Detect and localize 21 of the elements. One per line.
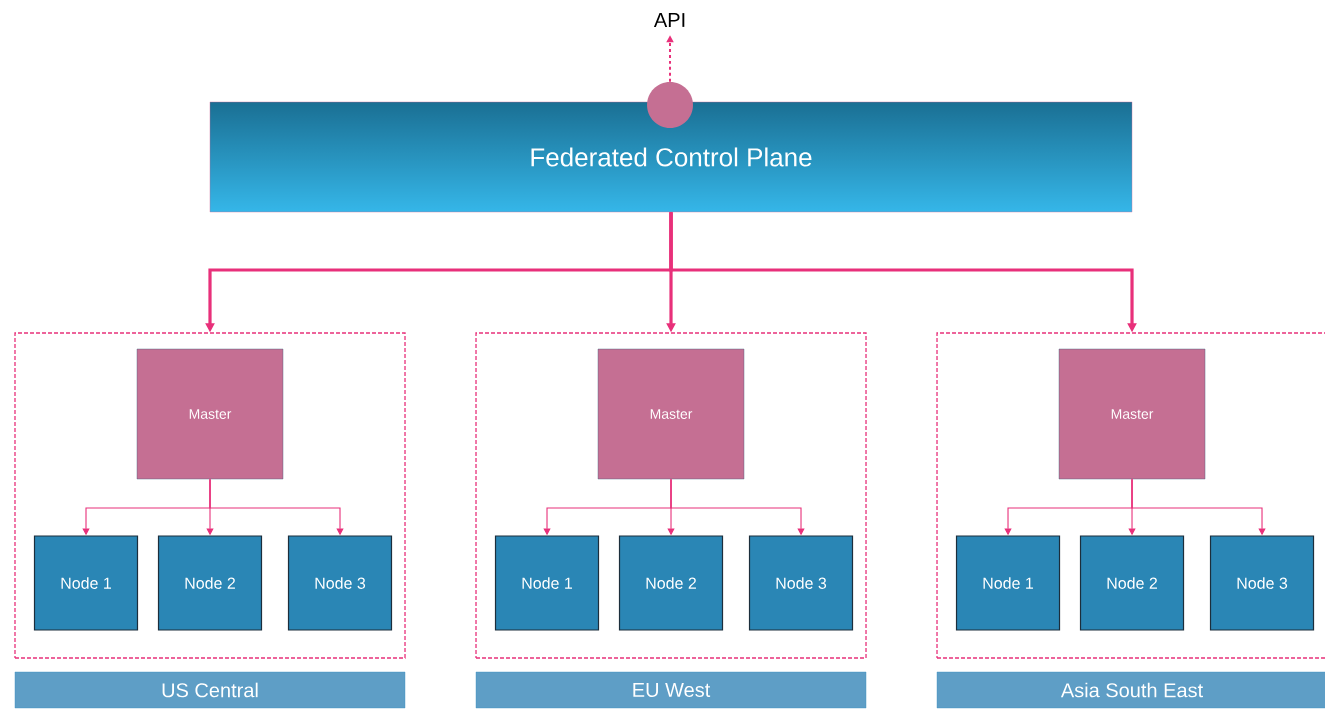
region-frame [936,332,1325,659]
worker-box: Node 3 [287,535,393,631]
text-label: API [653,13,685,27]
worker-box: Node 2 [157,535,263,631]
connector-dot [647,82,693,128]
region-band: EU West [475,671,867,709]
worker-box: Node 3 [748,535,854,631]
master-box: Master [597,348,745,480]
control-plane-box: Federated Control Plane [209,101,1133,213]
region-frame [14,332,406,659]
worker-box: Node 1 [955,535,1061,631]
worker-box: Node 2 [618,535,724,631]
master-box: Master [136,348,284,480]
worker-box: Node 1 [33,535,139,631]
worker-box: Node 1 [494,535,600,631]
region-band: Asia South East [936,671,1325,709]
master-box: Master [1058,348,1206,480]
worker-box: Node 3 [1209,535,1315,631]
region-frame [475,332,867,659]
worker-box: Node 2 [1079,535,1185,631]
region-band: US Central [14,671,406,709]
